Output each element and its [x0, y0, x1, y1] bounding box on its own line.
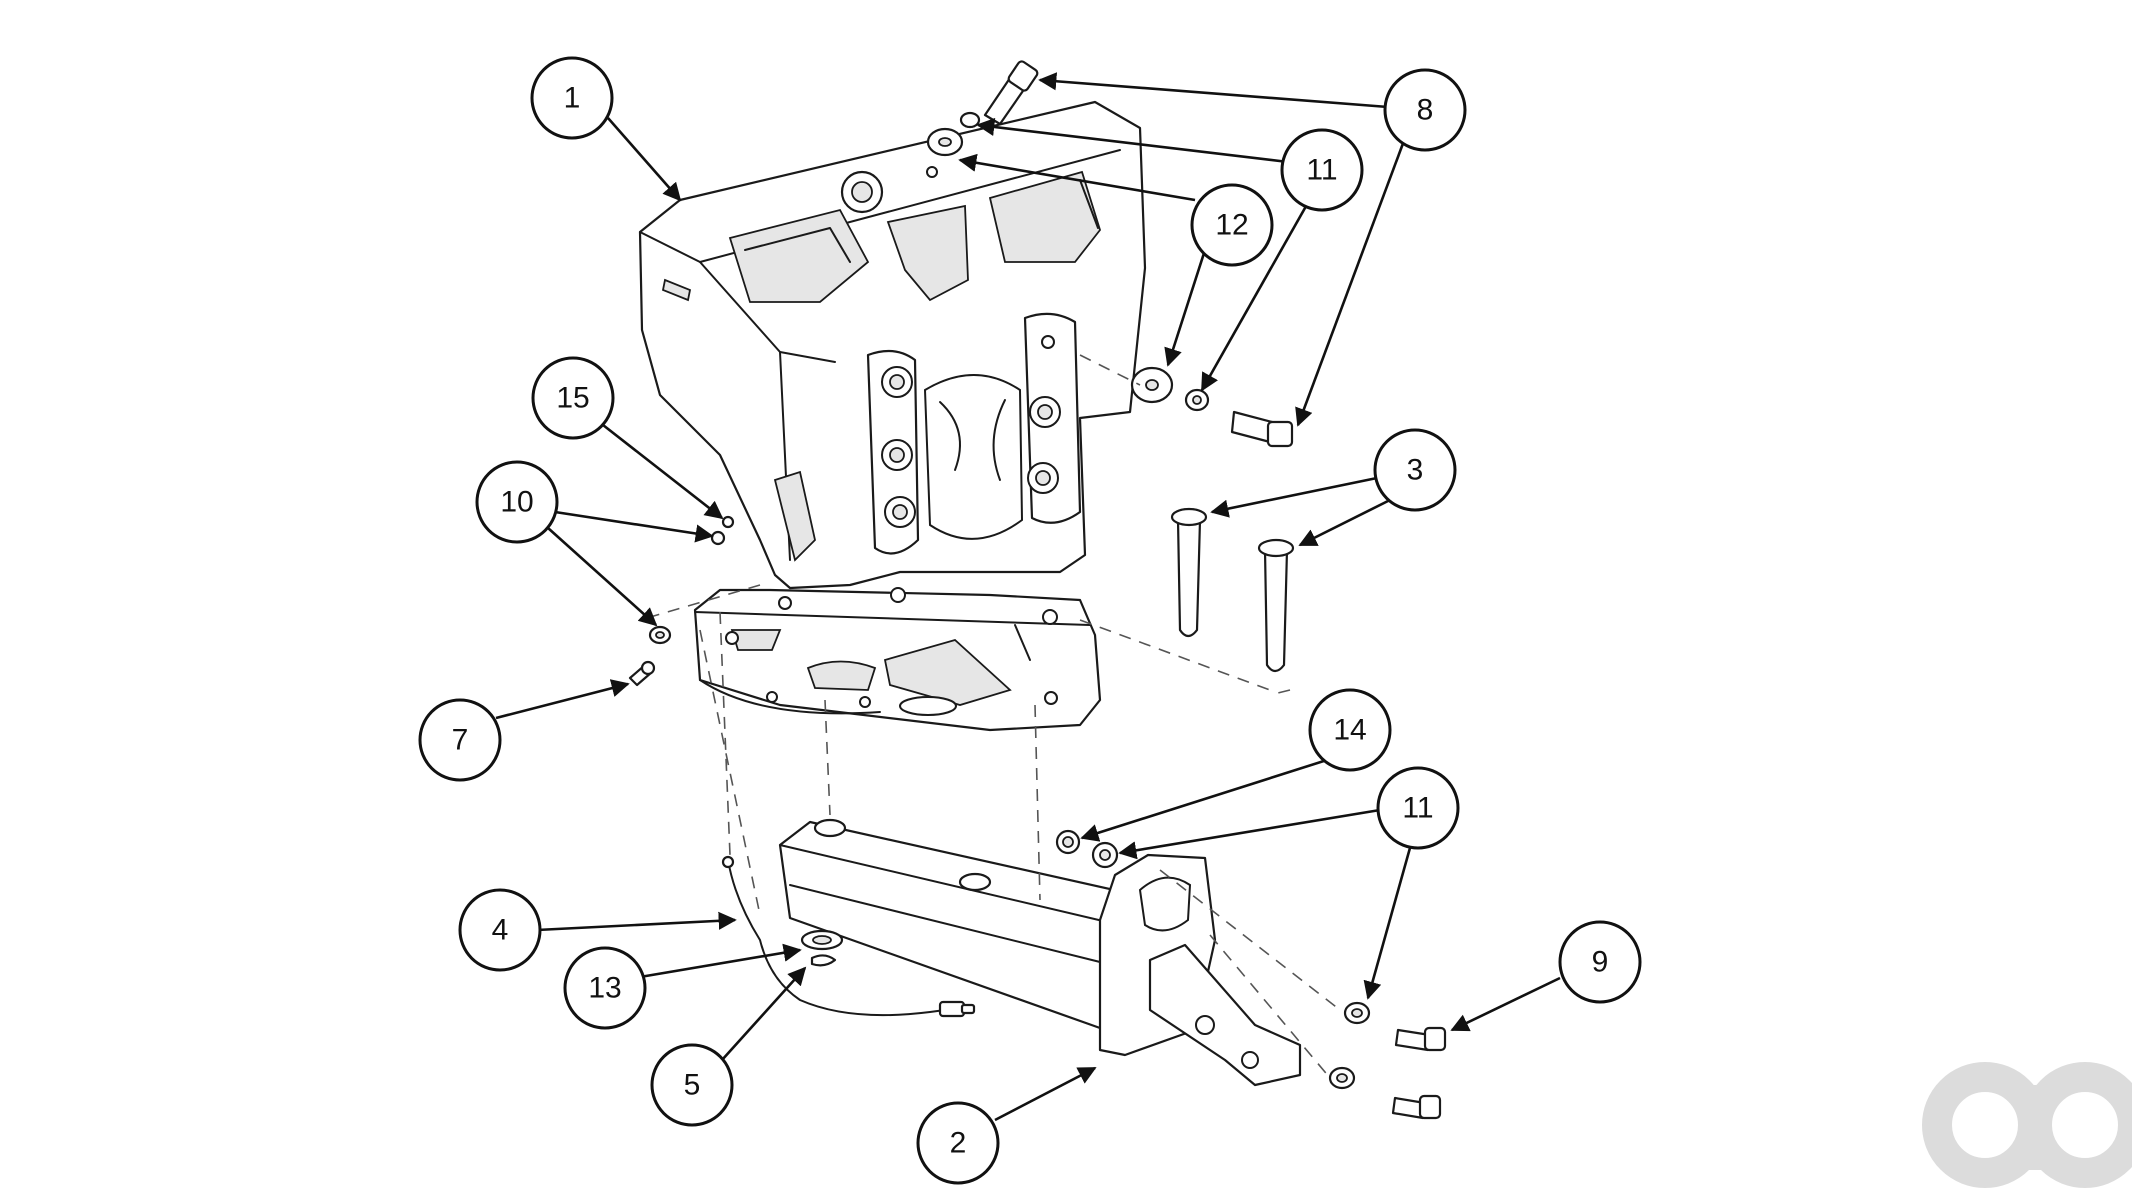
- callout-15: 15: [531, 356, 615, 440]
- callout-10: 10: [475, 460, 559, 544]
- lower-small-hardware: [1055, 829, 1447, 1120]
- callout-3: 3: [1373, 428, 1457, 512]
- callout-label: 4: [492, 914, 509, 947]
- callout-label: 14: [1333, 714, 1366, 747]
- callout-label: 7: [452, 724, 469, 757]
- wiring-harness: [721, 855, 976, 1018]
- hitch-pins: [1170, 507, 1295, 673]
- receiver-hitch-bar: [778, 818, 1302, 1087]
- main-mounting-bracket: [638, 100, 1147, 732]
- callout-11-lower: 11: [1376, 766, 1460, 850]
- callout-2: 2: [916, 1101, 1000, 1185]
- callout-label: 10: [500, 486, 533, 519]
- callout-label: 15: [556, 382, 589, 415]
- callout-label: 11: [1402, 792, 1433, 825]
- leader-lines: [495, 72, 1561, 1122]
- callout-11-upper: 11: [1280, 128, 1364, 212]
- callout-13: 13: [563, 946, 647, 1030]
- callout-label: 5: [684, 1069, 701, 1102]
- callout-5: 5: [650, 1043, 734, 1127]
- callout-label: 13: [588, 972, 621, 1005]
- callout-label: 1: [564, 82, 581, 115]
- callout-label: 9: [1592, 946, 1609, 979]
- callout-label: 3: [1407, 454, 1424, 487]
- upper-bolt-hardware: [926, 60, 1039, 178]
- callout-12: 12: [1190, 183, 1274, 267]
- callout-4: 4: [458, 888, 542, 972]
- brand-logo-icon: [1922, 1062, 2132, 1188]
- callout-label: 12: [1215, 209, 1248, 242]
- callout-label: 2: [950, 1127, 967, 1160]
- callout-14: 14: [1308, 688, 1392, 772]
- callout-label: 8: [1417, 94, 1434, 127]
- callout-1: 1: [530, 56, 614, 140]
- callout-7: 7: [418, 698, 502, 782]
- right-bolt-hardware: [1130, 366, 1294, 448]
- alignment-lines: [639, 354, 1341, 1079]
- callout-8: 8: [1383, 68, 1467, 152]
- callout-label: 11: [1306, 154, 1337, 187]
- left-small-hardware: [628, 515, 735, 687]
- callout-9: 9: [1558, 920, 1642, 1004]
